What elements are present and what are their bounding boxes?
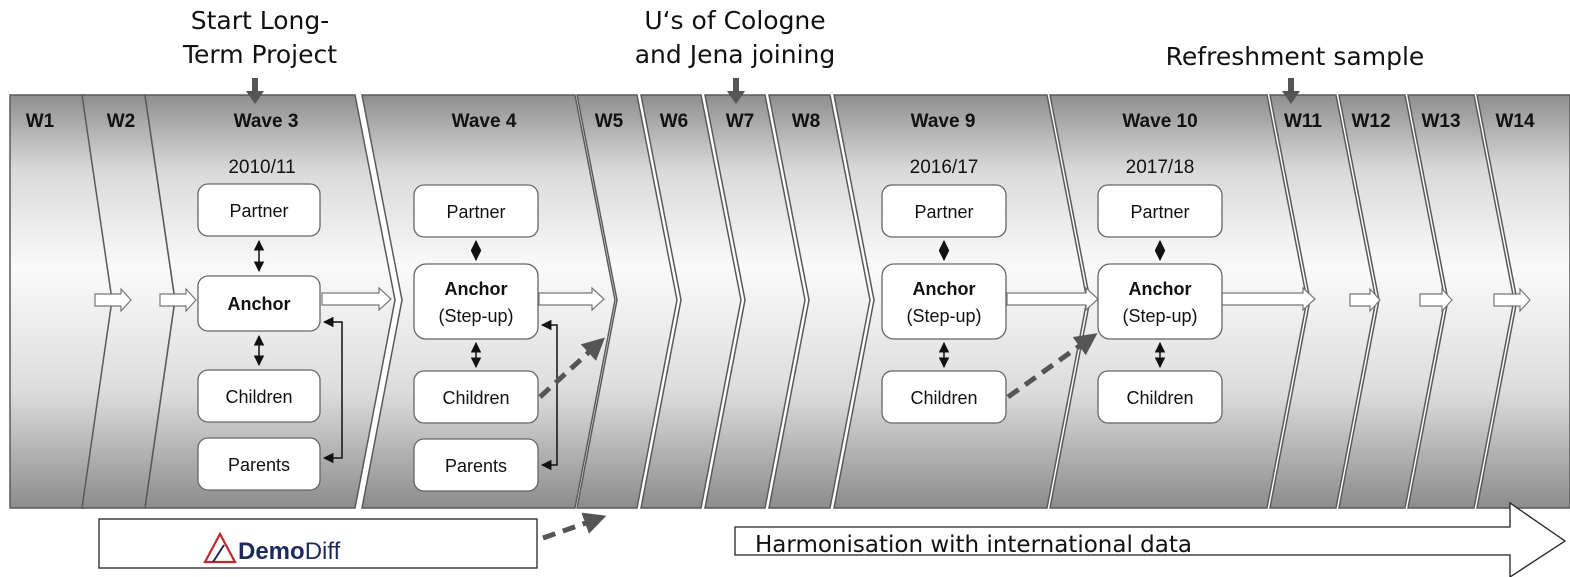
harmonisation-label: Harmonisation with international data: [755, 532, 1192, 558]
refreshment-annotation: Refreshment sample: [1150, 40, 1440, 74]
cologne-jena-annotation: U‘s of Cologne and Jena joining: [615, 4, 855, 72]
w9-children-label: Children: [910, 388, 977, 408]
wave-label-w2: W2: [107, 111, 136, 132]
demodiff-box: [98, 518, 538, 569]
wave-label-w13: W13: [1421, 111, 1460, 132]
refreshment-label: Refreshment sample: [1165, 42, 1425, 71]
start-project-line1: Start Long-: [190, 6, 330, 35]
wave-label-w11: W11: [1284, 111, 1322, 132]
w3-partner-label: Partner: [229, 201, 288, 221]
w3-anchor-box: [197, 275, 321, 332]
w10-children-box: [1097, 370, 1223, 424]
wave-label-w1: W1: [26, 111, 55, 132]
cologne-jena-line2: and Jena joining: [634, 40, 836, 69]
w3-partner-box: [197, 183, 321, 237]
wave-label-w14: W14: [1495, 111, 1535, 132]
start-project-arrow-icon: [246, 78, 264, 104]
w3-anchor-label: Anchor: [228, 294, 291, 314]
w4-anchor-box: [413, 263, 539, 340]
w4-partner-label: Partner: [446, 202, 505, 222]
demodiff-logo-icon: [203, 531, 237, 564]
wave-label-w3: Wave 3: [234, 111, 299, 132]
svg-text:DemoDiff: DemoDiff: [238, 538, 341, 565]
wave-label-w10: Wave 10: [1122, 111, 1197, 132]
w4-children-box: [413, 370, 539, 424]
chevron-w6: [640, 94, 742, 509]
cologne-jena-arrow-icon: [727, 78, 745, 104]
w10-partner-box: [1097, 184, 1223, 238]
w3-children-box: [197, 369, 321, 423]
demodiff-diff-text: Diff: [305, 538, 341, 565]
w10-children-label: Children: [1126, 388, 1193, 408]
year-w10: 2017/18: [1126, 157, 1195, 178]
harmonisation-arrow: [734, 501, 1567, 577]
w4-anchor-label: Anchor: [445, 279, 508, 299]
w4-children-to-w5-dashed-arrow: [538, 337, 605, 399]
year-w3: 2010/11: [228, 157, 295, 178]
demodiff-demo-text: Demo: [238, 538, 305, 565]
w10-partner-label: Partner: [1130, 202, 1189, 222]
w9-anchor-box: [881, 263, 1007, 340]
wave-label-w7: W7: [726, 111, 755, 132]
w9-anchor-label: Anchor: [913, 279, 976, 299]
wave-label-w8: W8: [792, 111, 821, 132]
wave-label-w9: Wave 9: [911, 111, 976, 132]
wave-label-w12: W12: [1351, 111, 1390, 132]
chevron-w5: [576, 94, 678, 509]
start-project-annotation: Start Long- Term Project: [160, 4, 360, 72]
w4-parents-label: Parents: [445, 456, 507, 476]
w9-partner-label: Partner: [914, 202, 973, 222]
wave-label-w5: W5: [595, 111, 624, 132]
w4-anchor-parents-link: [540, 319, 558, 471]
chevron-w7: [704, 94, 806, 509]
cologne-jena-line1: U‘s of Cologne: [644, 6, 826, 35]
w4-parents-box: [413, 438, 539, 492]
demodiff-dashed-arrow: [542, 512, 607, 541]
year-w9: 2016/17: [910, 157, 979, 178]
w4-partner-box: [413, 184, 539, 238]
w3-anchor-parents-link: [322, 316, 343, 464]
flow-arrows: [94, 286, 1531, 313]
w3-parents-box: [197, 437, 321, 491]
w9-stepup-label: (Step-up): [906, 306, 981, 326]
w3-children-label: Children: [225, 387, 292, 407]
wave-label-w6: W6: [660, 111, 689, 132]
w10-anchor-label: Anchor: [1129, 279, 1192, 299]
w4-stepup-label: (Step-up): [438, 306, 513, 326]
wave-label-w4: Wave 4: [452, 111, 517, 132]
w3-parents-label: Parents: [228, 455, 290, 475]
chevron-w8: [768, 94, 871, 509]
w4-children-label: Children: [442, 388, 509, 408]
w9-partner-box: [881, 184, 1007, 238]
w10-stepup-label: (Step-up): [1122, 306, 1197, 326]
w9-children-box: [881, 370, 1007, 424]
refreshment-arrow-icon: [1282, 78, 1300, 104]
start-project-line2: Term Project: [182, 40, 338, 69]
w10-anchor-box: [1097, 263, 1223, 340]
w9-children-to-w10-dashed-arrow: [1006, 333, 1098, 400]
